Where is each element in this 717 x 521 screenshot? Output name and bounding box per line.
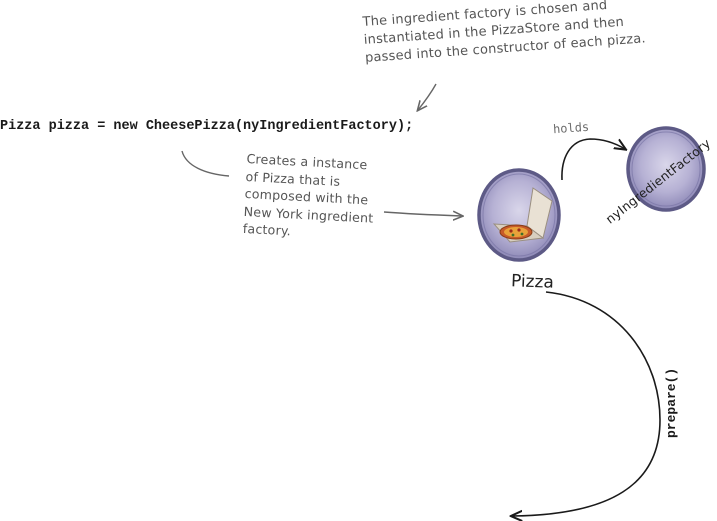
factory-object — [626, 126, 706, 212]
prepare-call-arrow — [512, 291, 661, 516]
pizza-object — [477, 168, 561, 262]
pizza-label: Pizza — [510, 271, 555, 293]
code-connector-line — [181, 150, 230, 177]
note-to-pizza-arrow — [383, 212, 462, 216]
code-statement: Pizza pizza = new CheesePizza(nyIngredie… — [0, 119, 414, 134]
note-pointer-arrow — [418, 83, 437, 110]
holds-label: holds — [552, 119, 590, 137]
prepare-label: prepare() — [664, 367, 679, 438]
holds-arrow — [561, 138, 625, 181]
pizza-box-icon — [492, 187, 553, 243]
